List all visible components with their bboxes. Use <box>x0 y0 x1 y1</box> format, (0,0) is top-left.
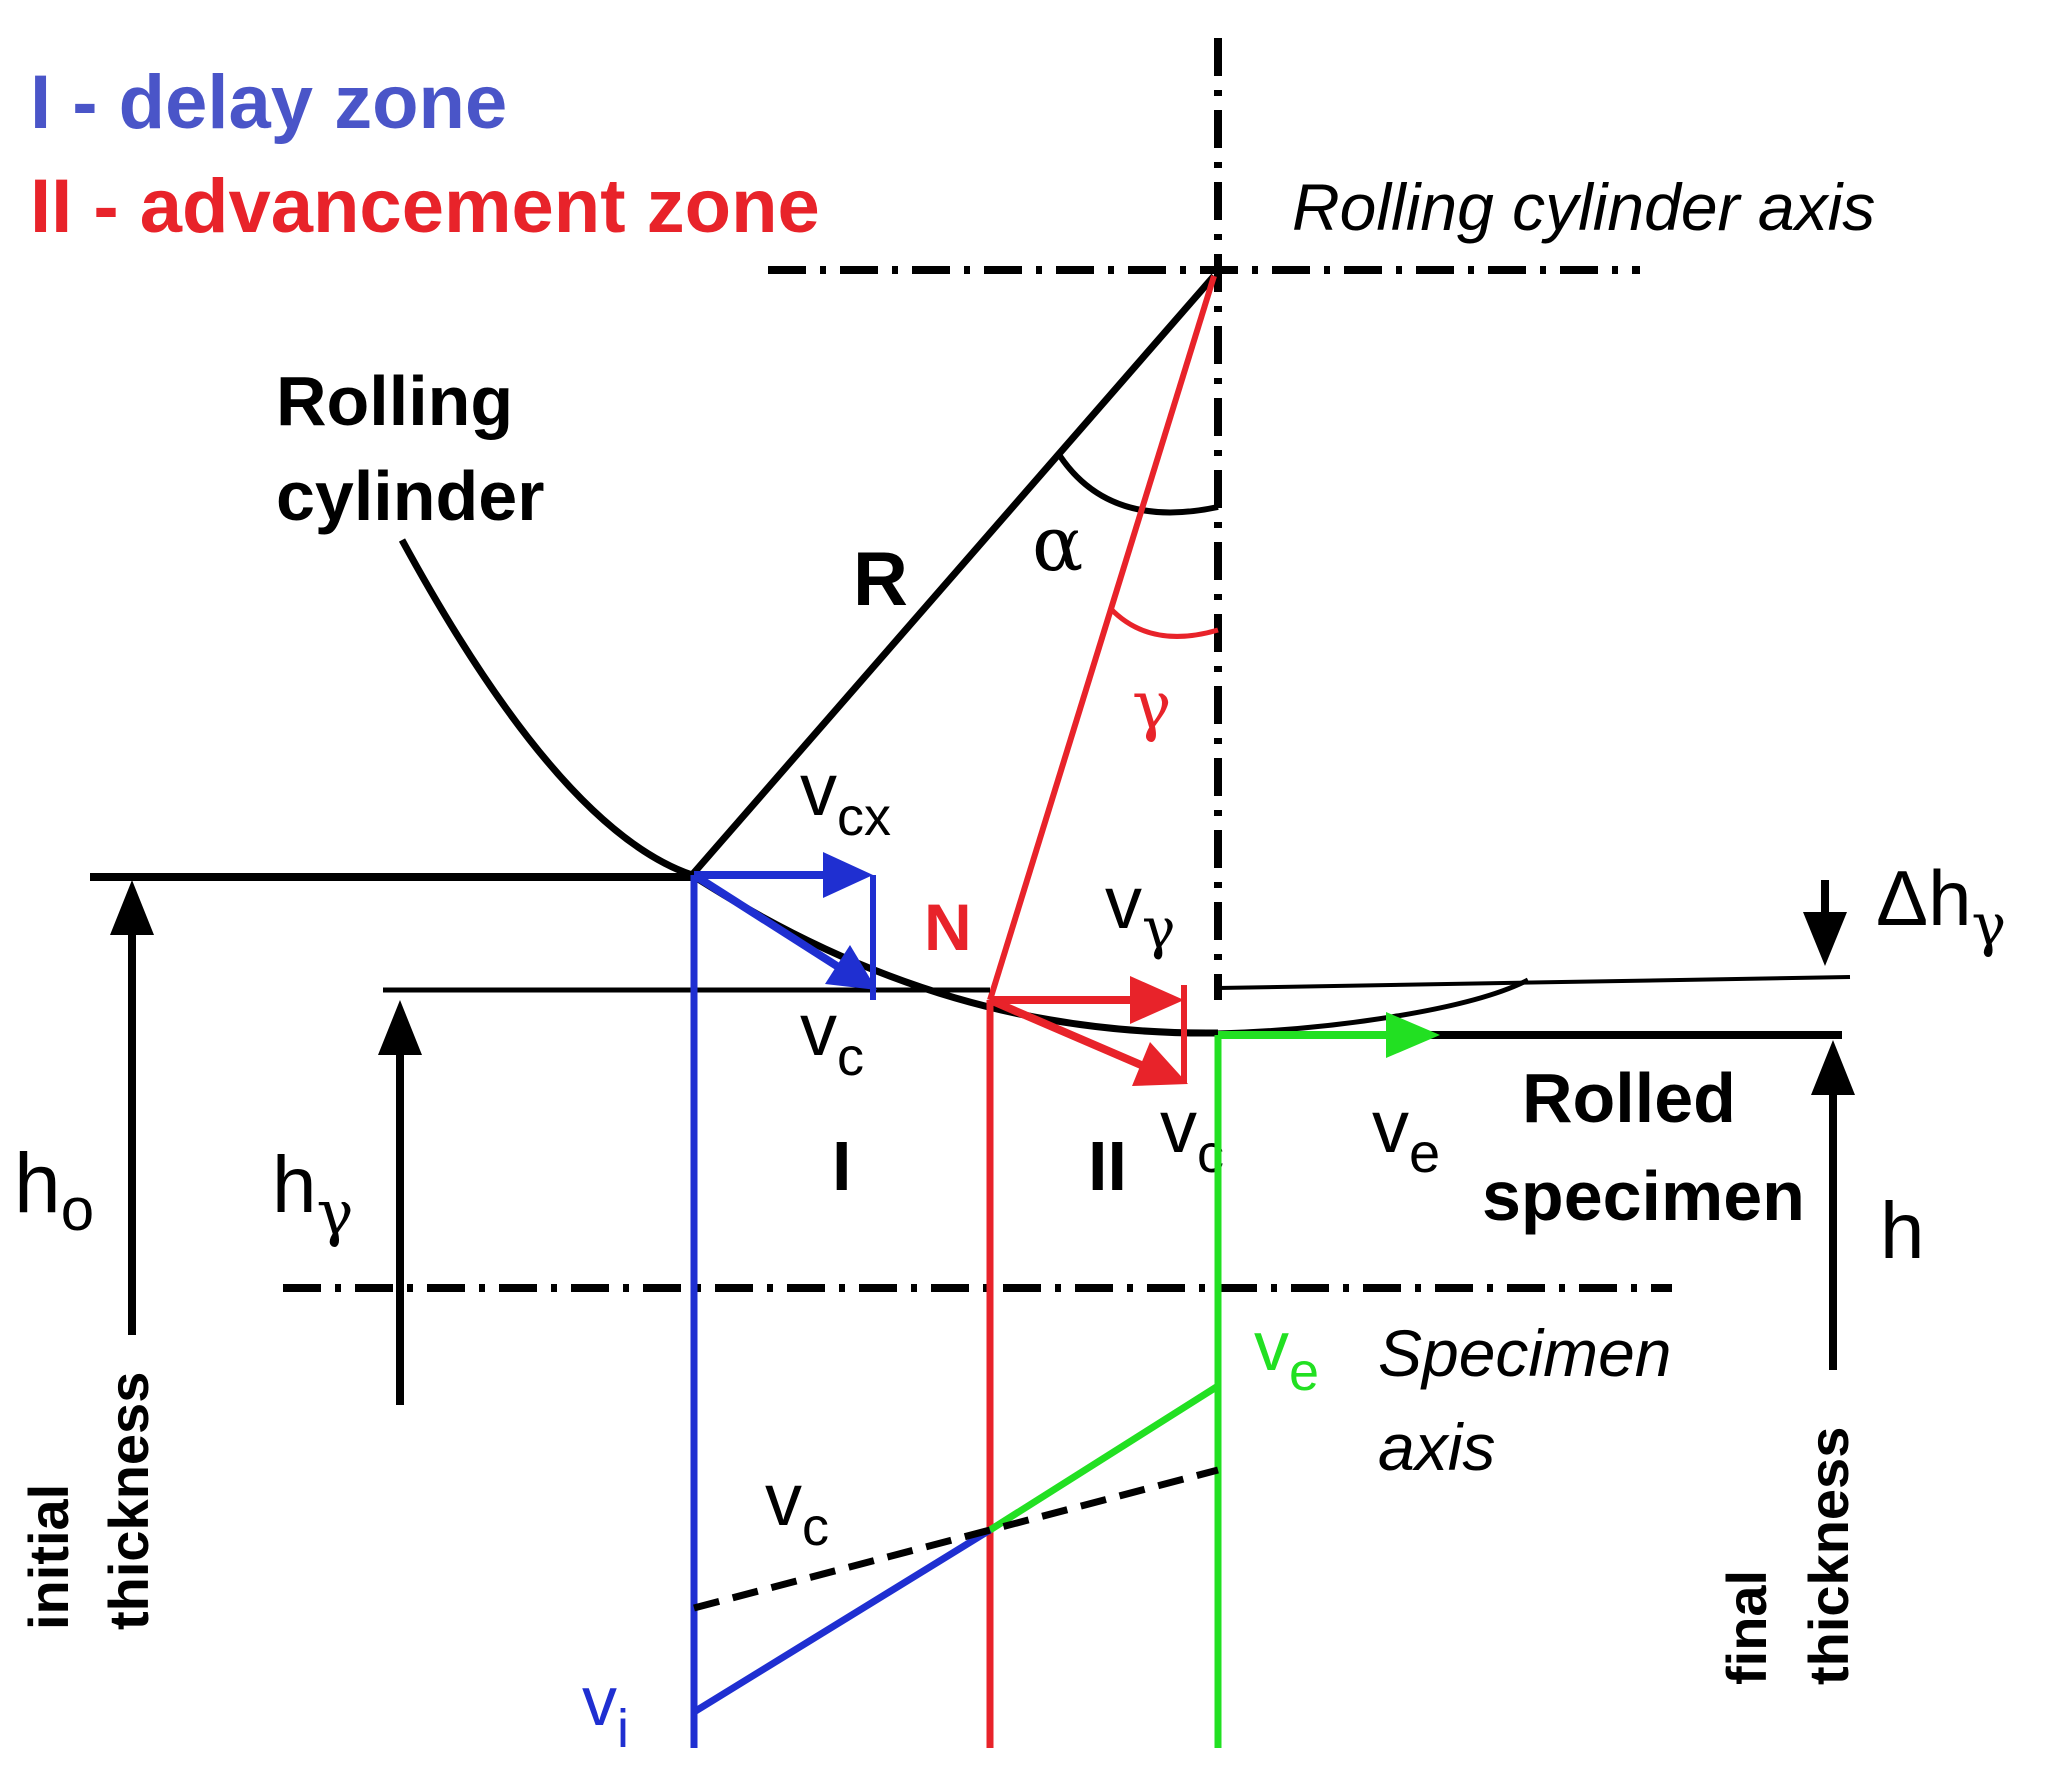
vc-dashed-profile <box>693 1466 1219 1612</box>
rolling-cylinder-label-line2: cylinder <box>276 457 544 535</box>
alpha-arc <box>1057 454 1219 516</box>
vc-arrow-shaft <box>691 871 843 972</box>
delta-h-arrow-head <box>1803 912 1847 966</box>
h-gamma-label: hγ <box>272 1140 354 1249</box>
initial-thickness-caption-line2: thickness <box>97 1372 160 1630</box>
rolling-cylinder-label-line1: Rolling <box>276 362 513 440</box>
cylinder-geometry <box>398 273 1530 1037</box>
neutral-radius-line <box>987 275 1217 1001</box>
final-thickness-caption-line2: thickness <box>1797 1427 1860 1685</box>
legend-advancement-zone: II - advancement zone <box>30 164 820 249</box>
rolling-cylinder-axis-label: Rolling cylinder axis <box>1292 170 1875 244</box>
delay-zone-vectors <box>690 871 992 1748</box>
ve-arrow-head <box>1386 1012 1440 1058</box>
vi-label: vi <box>582 1662 629 1759</box>
h-initial-label: ho <box>14 1136 94 1243</box>
vgamma-label: vγ <box>1105 861 1175 962</box>
entry-velocity-profile <box>692 1527 992 1715</box>
specimen-axis-label-line2: axis <box>1378 1410 1495 1484</box>
h0-arrow-head <box>110 880 154 935</box>
vc-arrow-head <box>825 945 877 990</box>
alpha-label: α <box>1032 499 1083 588</box>
advancement-zone-vectors <box>988 985 1220 1533</box>
gamma-label: γ <box>1132 667 1171 744</box>
neutral-velocity-profile <box>988 1383 1220 1533</box>
vcx-arrow-head <box>823 852 873 898</box>
vc-profile-label: vc <box>765 1458 829 1557</box>
neutral-point-label: N <box>924 890 972 964</box>
radius-label: R <box>853 537 908 622</box>
cylinder-arc-left <box>398 538 694 879</box>
exit-vectors <box>1214 1031 1395 1748</box>
rolled-specimen-label-line2: specimen <box>1482 1157 1805 1235</box>
radius-line <box>689 273 1217 878</box>
rolled-specimen-label-line1: Rolled <box>1522 1059 1736 1137</box>
zone-one-marker: I <box>832 1127 851 1205</box>
delta-h-gamma-label: Δhγ <box>1876 854 2006 959</box>
advancement-zone-arrowheads <box>1130 976 1188 1086</box>
hgamma-arrow-head <box>378 1000 422 1055</box>
ve-label-profile: ve <box>1254 1307 1319 1402</box>
vgamma-arrow-head <box>1130 976 1184 1024</box>
h-final-label: h <box>1880 1186 1925 1275</box>
h-arrow-head <box>1811 1040 1855 1095</box>
gamma-arc <box>1108 606 1219 639</box>
vc-label-advance: vc <box>1160 1085 1224 1184</box>
vcx-label: vcx <box>800 748 891 847</box>
zone-two-marker: II <box>1088 1127 1127 1205</box>
vc-label-delay: vc <box>800 988 864 1087</box>
neutral-plane-geometry <box>986 275 1219 1748</box>
thickness-arrows <box>110 880 1855 1405</box>
neutral-thickness-extension <box>1217 975 1851 990</box>
ve-label-top: ve <box>1372 1085 1440 1184</box>
vc-advance-arrow-shaft <box>988 996 1150 1072</box>
initial-thickness-caption-line1: initial <box>17 1484 80 1630</box>
legend-delay-zone: I - delay zone <box>30 60 507 145</box>
delay-zone-arrowheads <box>823 852 877 990</box>
vc-advance-arrow-head <box>1132 1042 1188 1086</box>
specimen-axis-label-line1: Specimen <box>1378 1316 1672 1390</box>
final-thickness-caption-line1: final <box>1715 1570 1778 1685</box>
axis-lines <box>283 38 1672 1292</box>
